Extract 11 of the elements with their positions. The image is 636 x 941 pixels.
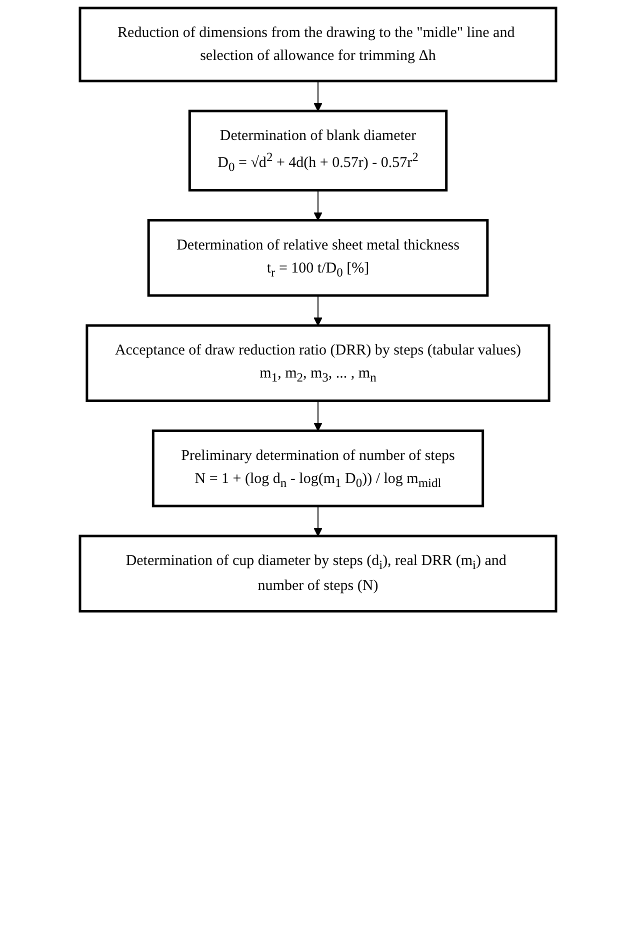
arrow	[314, 295, 322, 326]
node-box: Reduction of dimensions from the drawing to the "midle" line and selection of allowance for trimming Δh	[78, 6, 558, 82]
node-box: Acceptance of draw reduction ratio (DRR) by steps (tabular values) m$_{1}$, m$_{2}$, m$_{3}$, ... , m$_{n}$	[86, 324, 550, 402]
node-box: Determination of relative sheet metal thickness t$_{r}$ = 100 t/D$_{0}$ [%]	[147, 219, 489, 297]
arrow	[314, 506, 322, 536]
arrow	[314, 400, 322, 432]
node-box: Determination of blank diameter D$_{0}$ = √d$^{2}$ + 4d(h + 0.57r) - 0.57r$^{2}$	[188, 110, 448, 192]
node-box: Determination of cup diameter by steps (d$_{i}$), real DRR (m$_{i}$) and number of steps (N)	[78, 534, 558, 612]
node-box: Preliminary determination of number of steps N = 1 + (log d$_{n}$ - log(m$_{1}$ D$_{0}$)) / log m$_{midl}$	[152, 430, 484, 508]
arrow	[314, 190, 322, 221]
arrow	[314, 80, 322, 112]
